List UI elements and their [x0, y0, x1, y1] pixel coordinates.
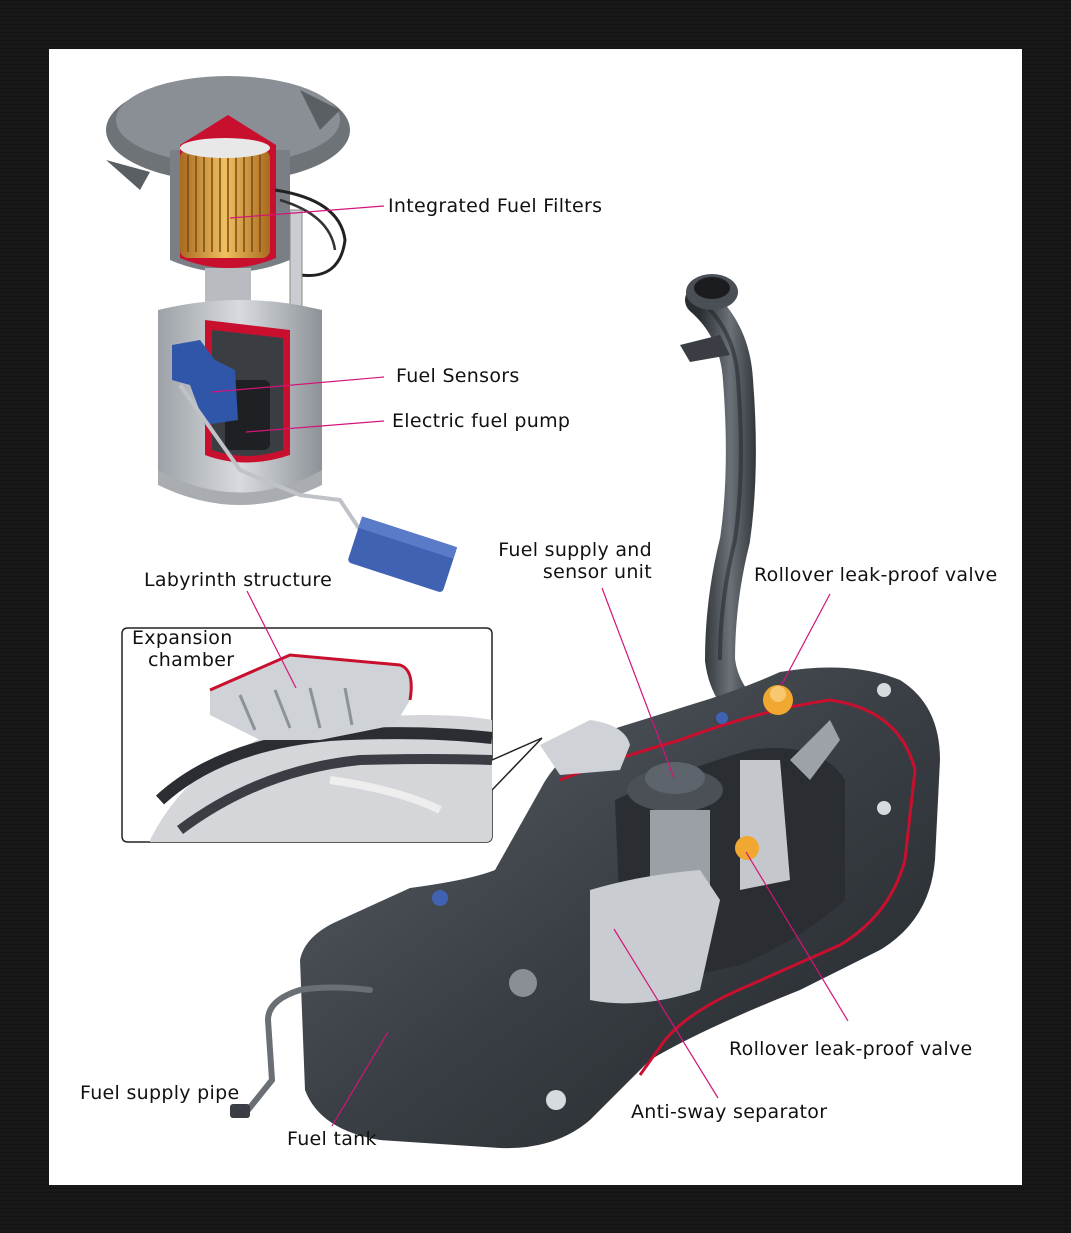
fuel-pump-module	[106, 76, 458, 592]
label-fuel-sensors: Fuel Sensors	[396, 365, 520, 387]
leader-rollover-valve-top	[780, 593, 831, 687]
leader-electric-fuel-pump	[245, 420, 385, 433]
label-labyrinth-structure: Labyrinth structure	[144, 569, 333, 591]
label-fuel-supply-sensor-unit-line1: Fuel supply and	[498, 539, 652, 561]
leader-fuel-supply-sensor-unit	[601, 587, 675, 779]
leader-anti-sway-separator	[613, 928, 719, 1099]
label-fuel-supply-sensor-unit-line2: sensor unit	[542, 561, 652, 583]
label-fuel-supply-pipe: Fuel supply pipe	[80, 1082, 240, 1104]
label-electric-fuel-pump: Electric fuel pump	[392, 410, 571, 432]
expansion-chamber-callout	[121, 627, 543, 843]
label-integrated-fuel-filters: Integrated Fuel Filters	[388, 195, 603, 217]
leader-fuel-sensors	[211, 376, 385, 393]
filler-neck	[680, 274, 775, 735]
label-anti-sway-separator: Anti-sway separator	[631, 1101, 828, 1123]
leader-lines	[211, 205, 849, 1127]
fuel-tank	[230, 667, 940, 1149]
leader-labyrinth-structure	[246, 590, 297, 689]
label-expansion-chamber-line1: Expansion	[132, 627, 233, 649]
label-rollover-valve-bottom: Rollover leak-proof valve	[729, 1038, 973, 1060]
leader-rollover-valve-bottom	[745, 851, 849, 1022]
label-fuel-tank: Fuel tank	[287, 1128, 377, 1150]
label-expansion-chamber-line2: chamber	[148, 649, 235, 671]
label-rollover-valve-top: Rollover leak-proof valve	[754, 564, 998, 586]
leader-fuel-tank	[331, 1031, 389, 1127]
leader-integrated-fuel-filters	[229, 205, 385, 219]
